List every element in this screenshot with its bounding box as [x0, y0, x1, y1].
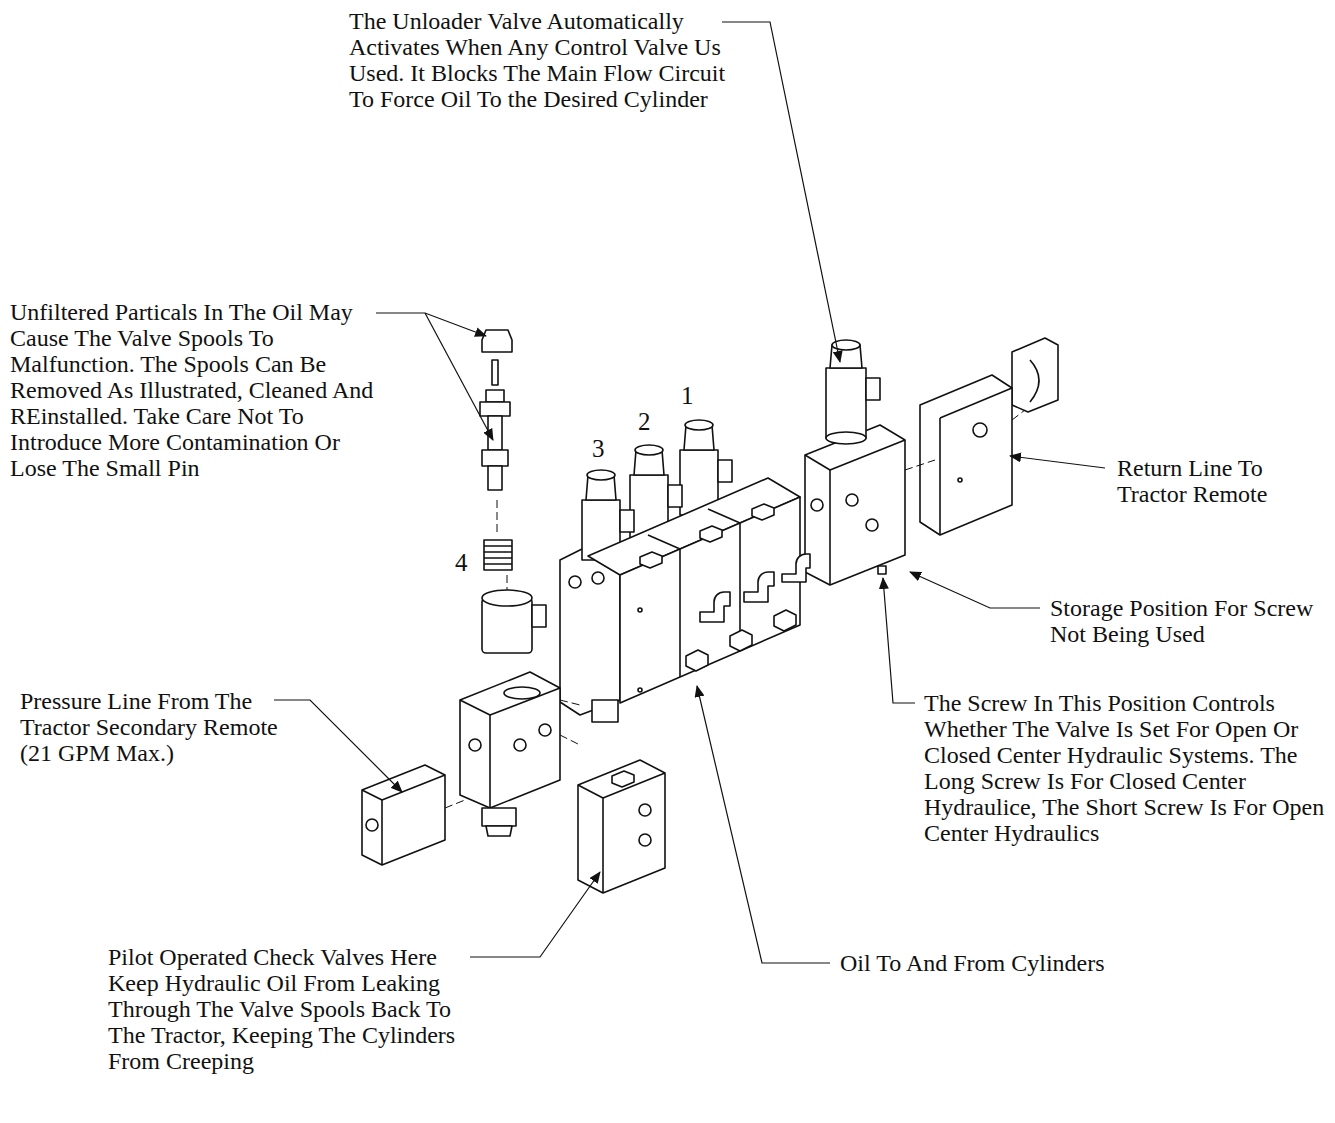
- callout-number: 4: [455, 550, 468, 576]
- callout-text: Pressure Line From The Tractor Secondary…: [20, 688, 282, 766]
- callout-text: The Screw In This Position Controls Whet…: [924, 690, 1328, 846]
- callout-number: 3: [592, 436, 605, 462]
- callout-text: Pilot Operated Check Valves Here Keep Hy…: [108, 944, 493, 1074]
- callout-text: Unfiltered Particals In The Oil May Caus…: [10, 299, 382, 481]
- callout-number: 1: [681, 383, 694, 409]
- callout-text: Storage Position For Screw Not Being Use…: [1050, 595, 1320, 647]
- callout-text: The Unloader Valve Automatically Activat…: [349, 8, 729, 112]
- callout-number: 2: [638, 409, 651, 435]
- callout-text: Oil To And From Cylinders: [840, 950, 1170, 976]
- callout-text: Return Line To Tractor Remote: [1117, 455, 1317, 507]
